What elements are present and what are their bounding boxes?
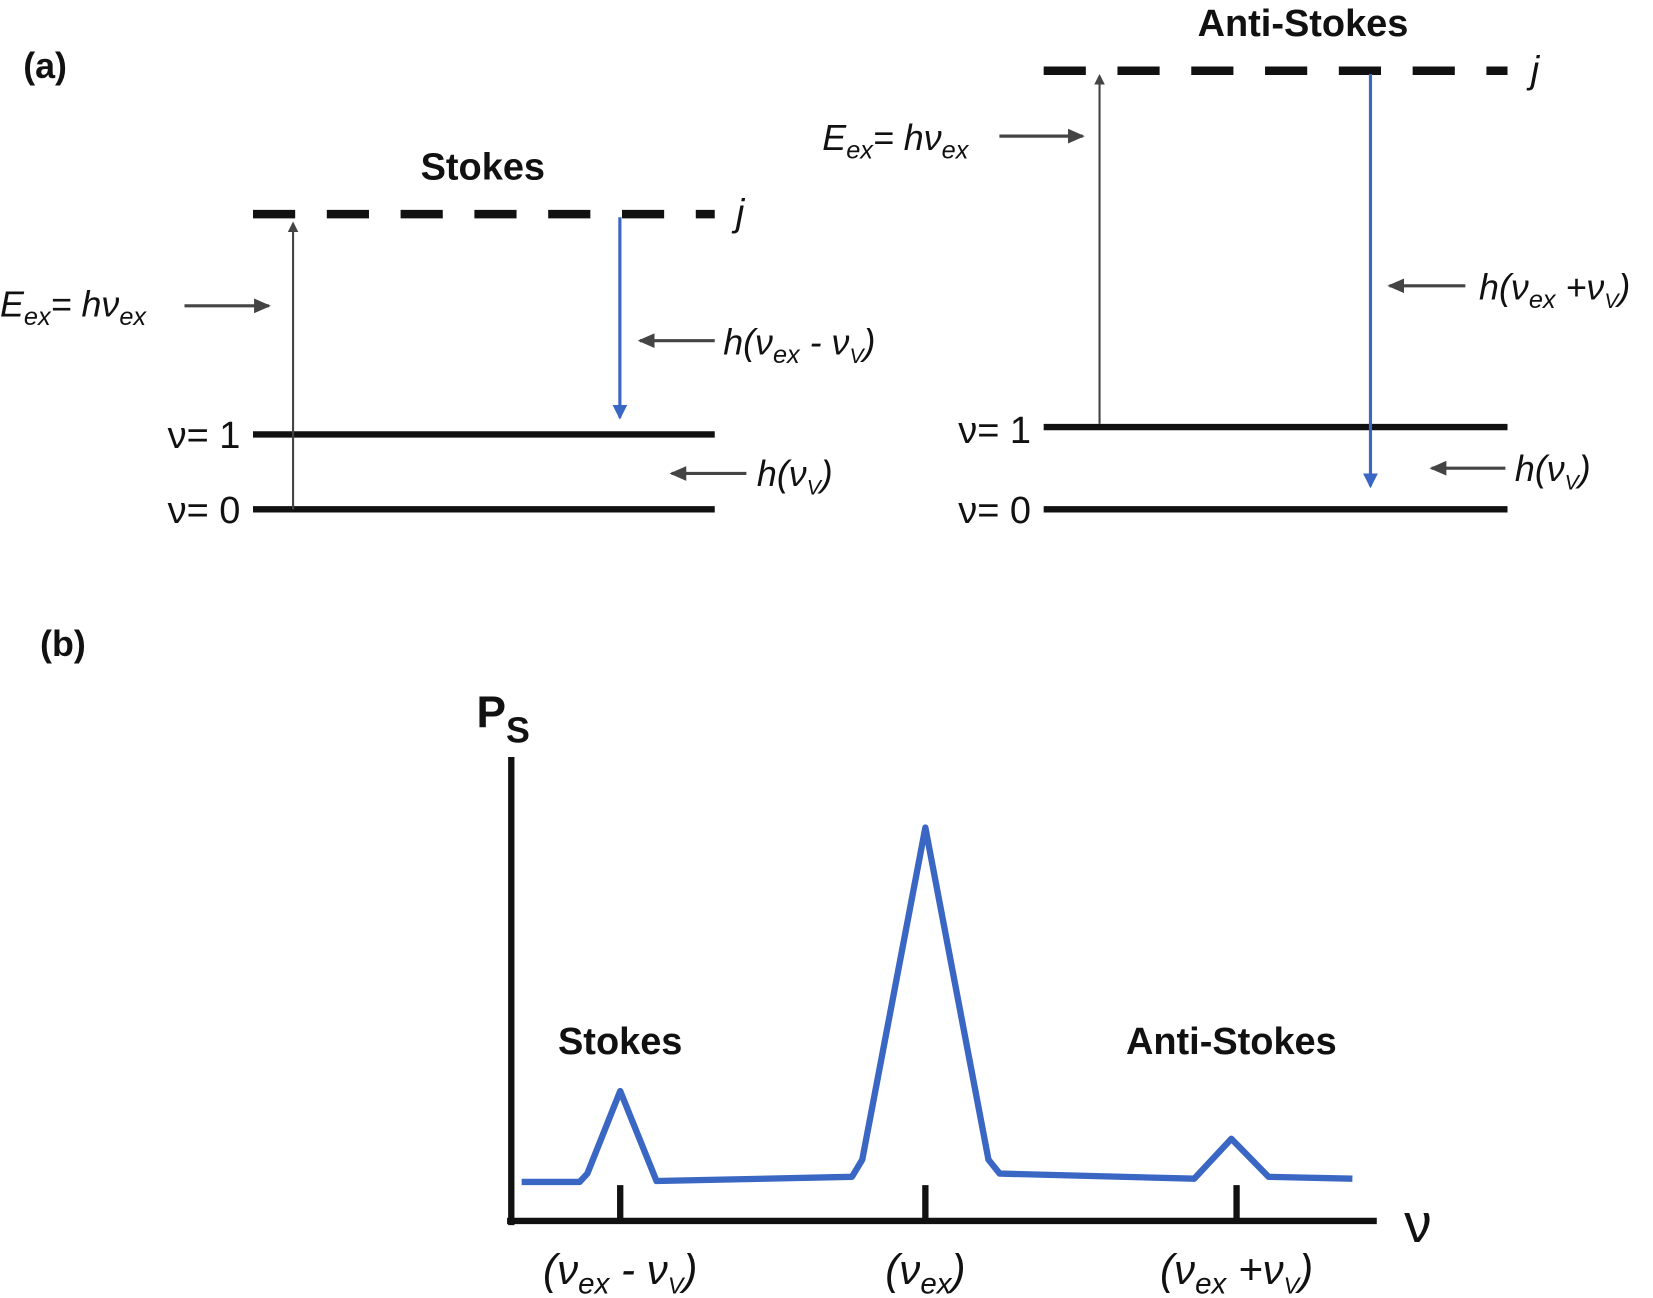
y-axis-label: PS bbox=[477, 689, 530, 751]
v0-label: ν= 0 bbox=[958, 490, 1031, 532]
j-label: j bbox=[1526, 49, 1541, 91]
x-tick-label: (νex +νV) bbox=[1160, 1246, 1313, 1298]
vibration-label: h(νV) bbox=[1515, 449, 1591, 494]
v1-label: ν= 1 bbox=[168, 415, 241, 457]
emission-label: h(νex - νV) bbox=[723, 322, 875, 368]
peak-annotation: Anti-Stokes bbox=[1126, 1021, 1337, 1063]
j-label: j bbox=[731, 193, 746, 235]
x-axis-label: ν bbox=[1404, 1192, 1431, 1254]
emission-label: h(νex +νV) bbox=[1479, 268, 1630, 314]
spectrum-line bbox=[521, 824, 1353, 1186]
panel-b-label: (b) bbox=[40, 624, 86, 664]
panel-a-label: (a) bbox=[23, 46, 67, 86]
peak-annotation: Stokes bbox=[558, 1021, 682, 1063]
vibration-label: h(νV) bbox=[757, 454, 833, 499]
excitation-label: Eex= hνex bbox=[822, 118, 969, 164]
v0-label: ν= 0 bbox=[168, 490, 241, 532]
excitation-label: Eex= hνex bbox=[0, 284, 147, 330]
stokes-title: Stokes bbox=[421, 146, 545, 188]
x-tick-label: (νex) bbox=[885, 1246, 965, 1298]
stokes-diagram: Stokes j ν= 1 ν= 0 Eex= hνex h(νex - νV)… bbox=[0, 146, 875, 532]
spectrum-chart: PS ν (νex - νV) (νex) (νex +νV) Stokes Anti-… bbox=[477, 689, 1432, 1298]
x-tick-label: (νex - νV) bbox=[543, 1246, 697, 1298]
anti-stokes-title: Anti-Stokes bbox=[1198, 3, 1409, 45]
anti-stokes-diagram: Anti-Stokes j ν= 1 ν= 0 Eex= hνex h(νex … bbox=[822, 3, 1630, 532]
v1-label: ν= 1 bbox=[958, 410, 1031, 452]
